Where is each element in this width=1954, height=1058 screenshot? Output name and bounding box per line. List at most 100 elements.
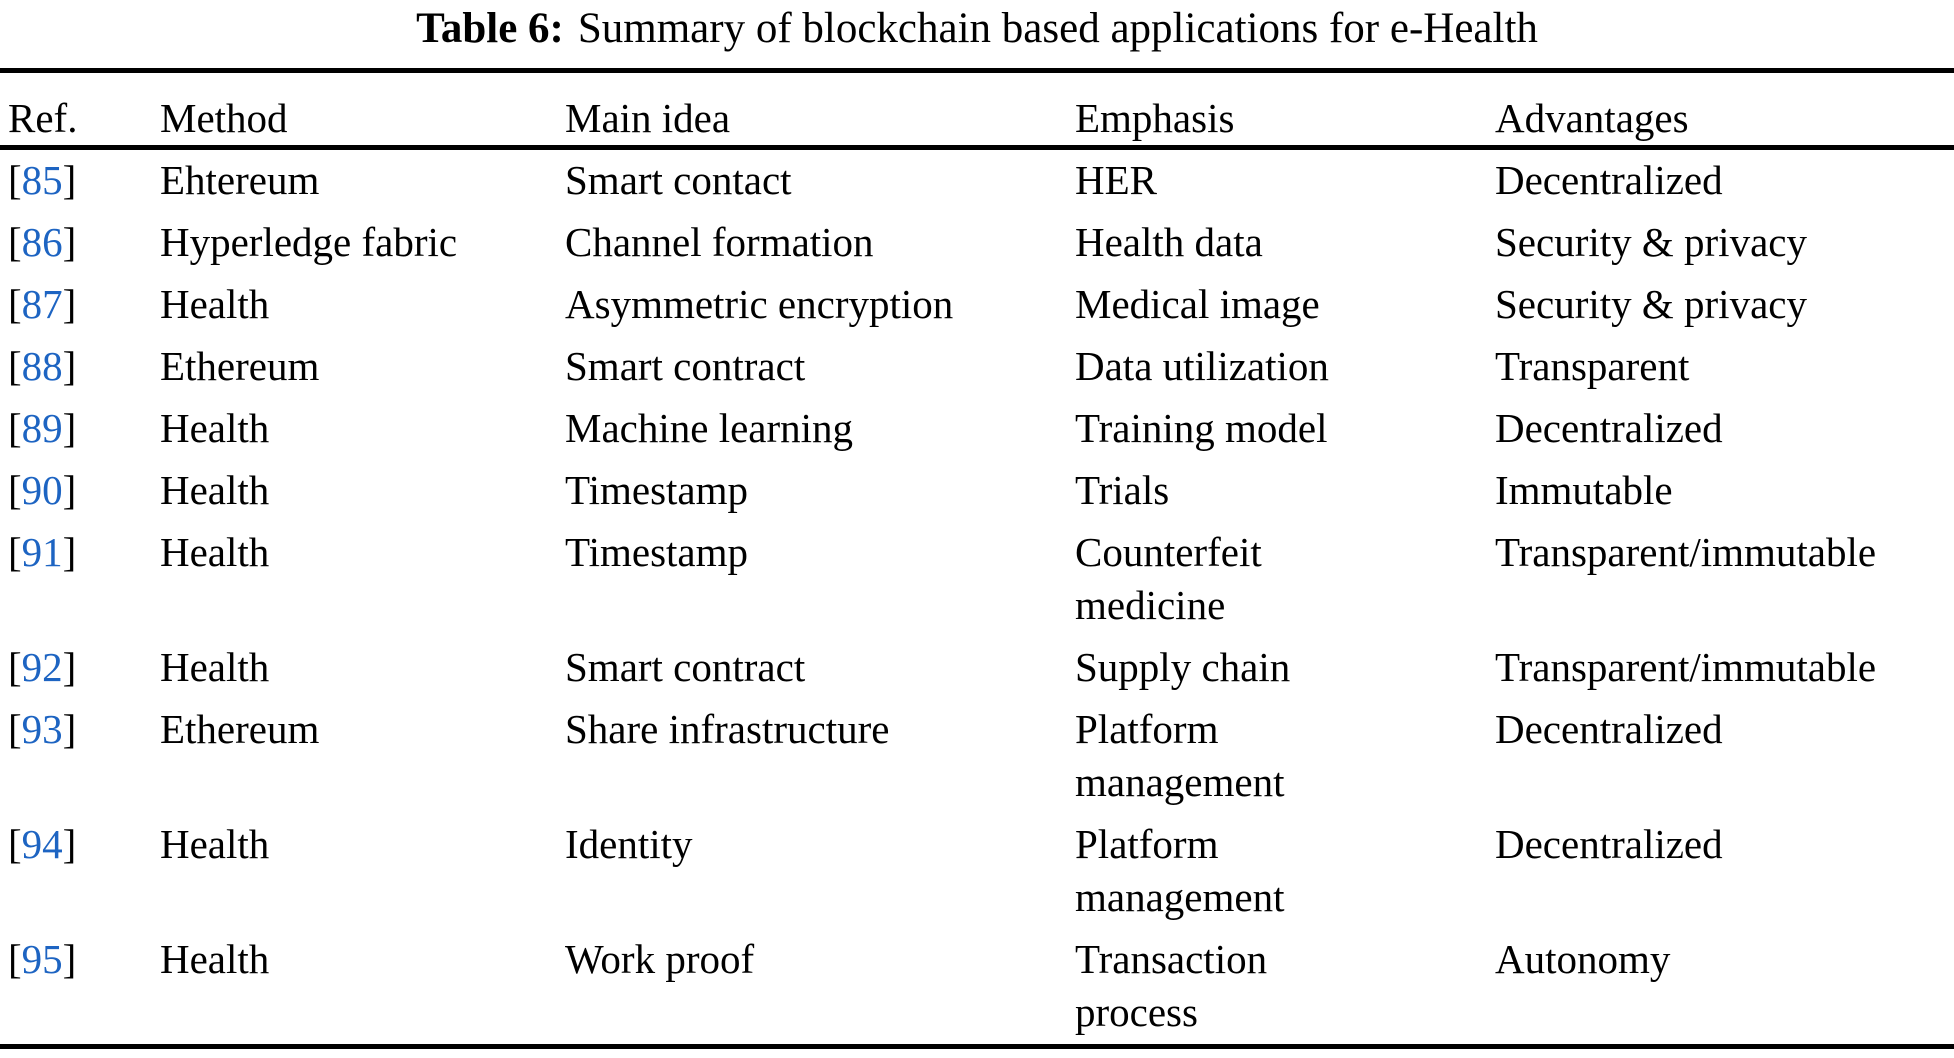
citation-bracket-open: [ [8,706,22,752]
main-idea-cell: Timestamp [565,467,749,513]
ref-cell: [87] [0,274,160,336]
main-idea-cell: Work proof [565,936,755,982]
table-row: [86] Hyperledge fabric Channel formation… [0,212,1954,274]
citation-link[interactable]: 85 [21,157,63,203]
method-cell: Health [160,936,270,982]
method-cell: Health [160,405,270,451]
emphasis-cell: Health data [1075,219,1263,265]
summary-table: Ref. Method Main idea Emphasis Advantage… [0,68,1954,1049]
col-header-method: Method [160,70,565,150]
citation-bracket-open: [ [8,157,22,203]
ref-cell: [93] [0,699,160,814]
advantages-cell: Immutable [1495,467,1673,513]
method-cell: Ethereum [160,343,320,389]
col-header-emphasis: Emphasis [1075,70,1495,150]
advantages-cell: Transparent/immutable [1495,644,1877,690]
advantages-cell: Decentralized [1495,706,1723,752]
advantages-cell: Decentralized [1495,157,1723,203]
main-idea-cell: Smart contract [565,644,806,690]
method-cell: Hyperledge fabric [160,219,458,265]
ref-cell: [95] [0,929,160,1047]
advantages-cell: Transparent [1495,343,1690,389]
table-row: [91] Health Timestamp Counterfeit medici… [0,522,1954,637]
citation-bracket-close: ] [62,219,77,265]
citation-bracket-close: ] [62,281,77,327]
citation-bracket-close: ] [62,157,77,203]
main-idea-cell: Asymmetric encryption [565,281,954,327]
main-idea-cell: Machine learning [565,405,854,451]
ref-cell: [91] [0,522,160,637]
advantages-cell: Transparent/immutable [1495,529,1877,575]
citation-bracket-open: [ [8,405,22,451]
table-row: [85] Ehtereum Smart contact HER Decentra… [0,148,1954,213]
citation-link[interactable]: 92 [21,644,63,690]
ref-cell: [92] [0,637,160,699]
citation-bracket-open: [ [8,467,22,513]
citation-bracket-open: [ [8,343,22,389]
citation-bracket-open: [ [8,529,22,575]
citation-bracket-close: ] [62,644,77,690]
method-cell: Health [160,281,270,327]
citation-bracket-close: ] [62,706,77,752]
ref-cell: [86] [0,212,160,274]
citation-bracket-open: [ [8,821,22,867]
citation-link[interactable]: 88 [21,343,63,389]
table-caption: Table 6: Summary of blockchain based appl… [0,0,1954,68]
method-cell: Ethereum [160,706,320,752]
citation-link[interactable]: 87 [21,281,63,327]
header-row: Ref. Method Main idea Emphasis Advantage… [0,70,1954,150]
method-cell: Health [160,821,270,867]
emphasis-cell: HER [1075,157,1157,203]
emphasis-cell: Medical image [1075,281,1320,327]
emphasis-cell: Transaction process [1075,936,1268,1035]
advantages-cell: Decentralized [1495,405,1723,451]
method-cell: Health [160,529,270,575]
citation-link[interactable]: 95 [21,936,63,982]
col-header-ref: Ref. [0,70,160,150]
emphasis-cell: Data utilization [1075,343,1329,389]
citation-bracket-close: ] [62,343,77,389]
method-cell: Health [160,644,270,690]
table-row: [89] Health Machine learning Training mo… [0,398,1954,460]
emphasis-cell: Platform management [1075,821,1285,920]
main-idea-cell: Smart contact [565,157,792,203]
emphasis-cell: Training model [1075,405,1328,451]
citation-bracket-open: [ [8,936,22,982]
citation-link[interactable]: 90 [21,467,63,513]
emphasis-cell: Supply chain [1075,644,1291,690]
citation-link[interactable]: 89 [21,405,63,451]
table-row: [90] Health Timestamp Trials Immutable [0,460,1954,522]
method-cell: Health [160,467,270,513]
citation-bracket-close: ] [62,405,77,451]
citation-link[interactable]: 91 [21,529,63,575]
table-caption-text: Summary of blockchain based applications… [577,5,1538,52]
main-idea-cell: Smart contract [565,343,806,389]
citation-bracket-close: ] [62,529,77,575]
citation-bracket-close: ] [62,821,77,867]
table-row: [94] Health Identity Platform management… [0,814,1954,929]
main-idea-cell: Timestamp [565,529,749,575]
advantages-cell: Security & privacy [1495,281,1807,327]
citation-bracket-open: [ [8,219,22,265]
citation-bracket-open: [ [8,644,22,690]
col-header-advantages: Advantages [1495,70,1954,150]
ref-cell: [94] [0,814,160,929]
table-row: [95] Health Work proof Transaction proce… [0,929,1954,1047]
ref-cell: [88] [0,336,160,398]
table-caption-label: Table 6: [416,5,564,52]
main-idea-cell: Share infrastructure [565,706,890,752]
ref-cell: [90] [0,460,160,522]
citation-link[interactable]: 94 [21,821,63,867]
ref-cell: [85] [0,148,160,213]
citation-link[interactable]: 86 [21,219,63,265]
citation-link[interactable]: 93 [21,706,63,752]
main-idea-cell: Identity [565,821,693,867]
advantages-cell: Security & privacy [1495,219,1807,265]
col-header-main-idea: Main idea [565,70,1075,150]
citation-bracket-close: ] [62,936,77,982]
table-row: [88] Ethereum Smart contract Data utiliz… [0,336,1954,398]
table-row: [87] Health Asymmetric encryption Medica… [0,274,1954,336]
citation-bracket-open: [ [8,281,22,327]
citation-bracket-close: ] [62,467,77,513]
